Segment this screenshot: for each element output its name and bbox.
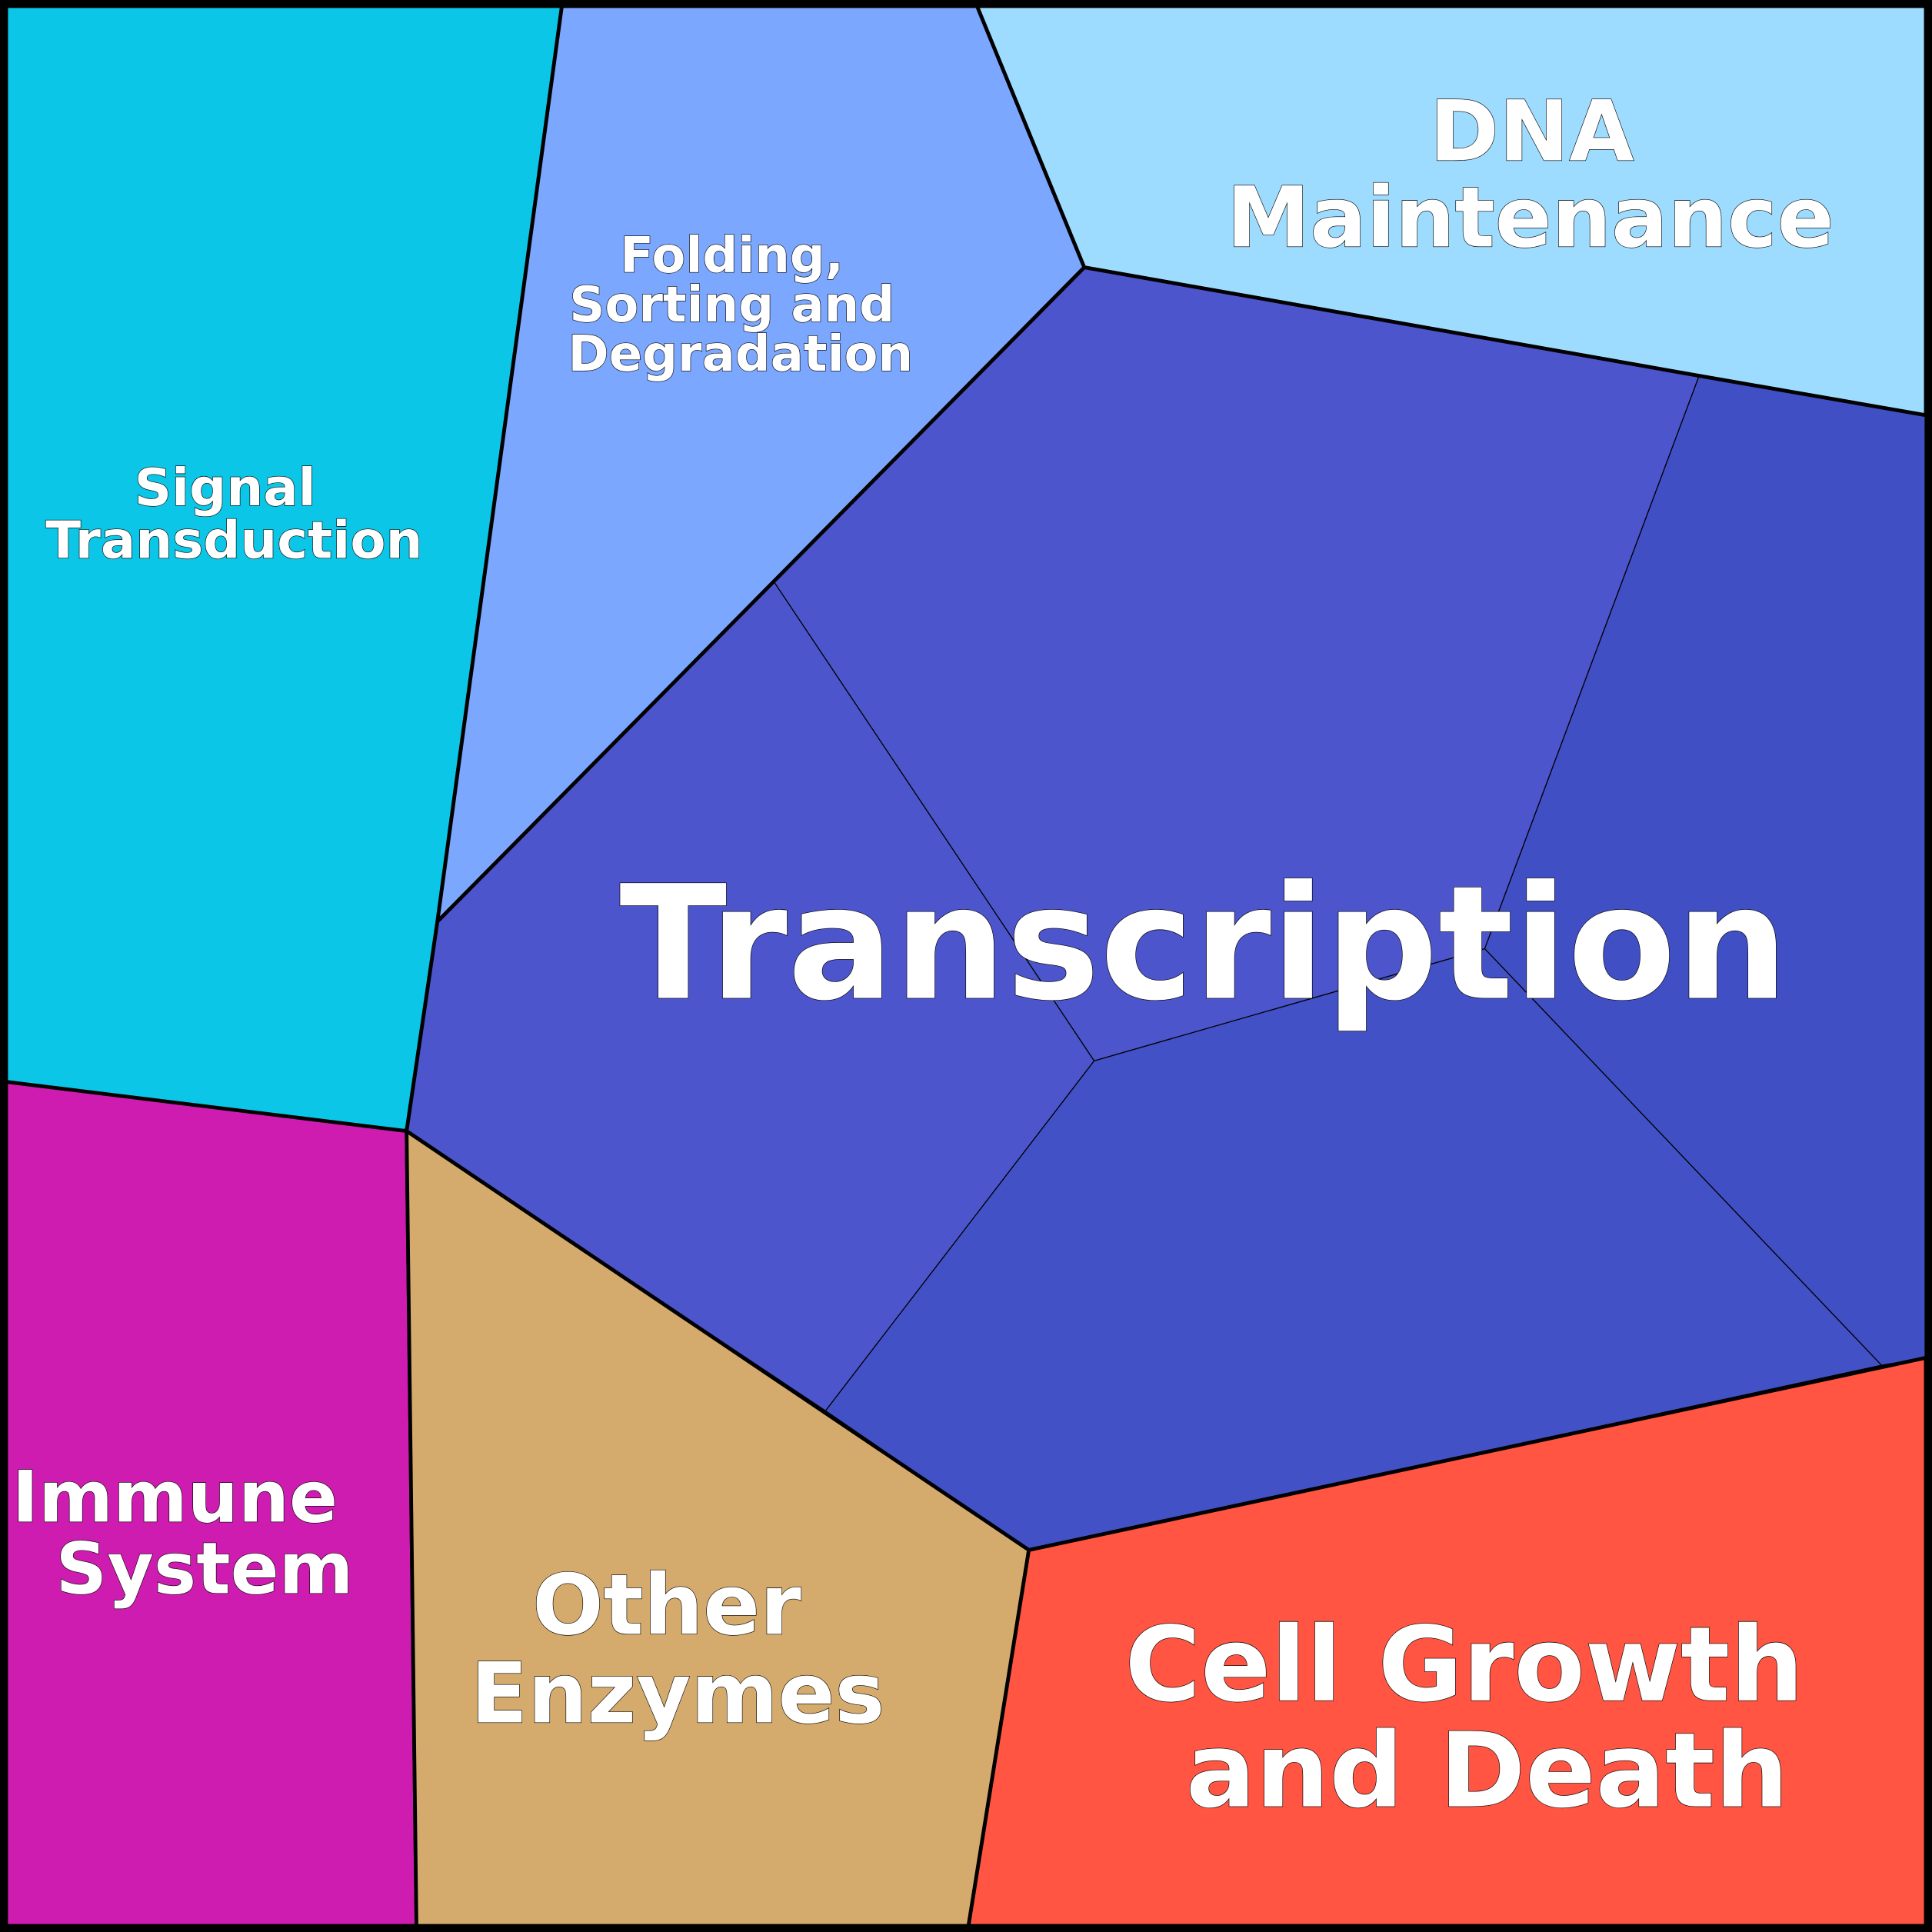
label-dna-maintenance: DNA Maintenance <box>1227 82 1834 266</box>
label-folding: Folding, Sorting and Degradation <box>568 228 913 383</box>
transcription-border <box>1084 265 1927 418</box>
label-transcription: Transcription <box>619 853 1788 1036</box>
label-cell-growth-death: Cell Growth and Death <box>1124 1604 1840 1831</box>
label-other-enzymes: Other Enzymes <box>471 1556 885 1742</box>
label-signal-transduction: Signal Transduction <box>45 458 422 571</box>
label-immune-system: Immune System <box>12 1456 363 1611</box>
